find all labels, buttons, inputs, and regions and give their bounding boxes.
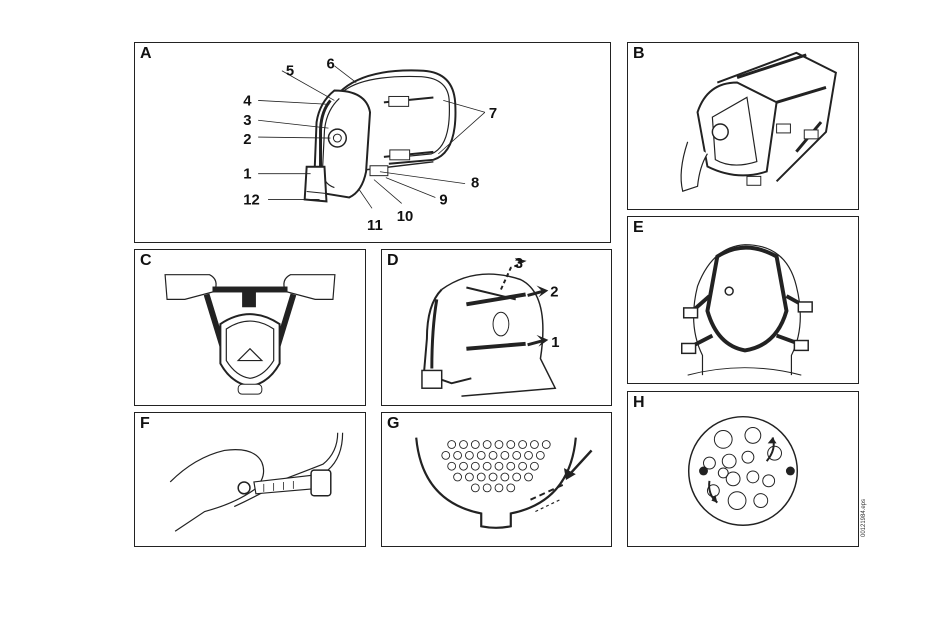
panel-g-valve-disc: G [381,412,612,547]
step-2: 2 [550,284,558,300]
callout-8: 8 [471,176,479,192]
callout-5: 5 [286,64,294,80]
document-reference-number: 00121984.eps [856,488,872,548]
panel-e-harness-rear: E [627,216,859,384]
callout-4: 4 [243,93,252,109]
mask-donning-illustration [628,43,858,209]
harness-rear-view-illustration [628,217,858,383]
panel-h-rotate-disc: H [627,391,859,547]
callout-7: 7 [489,106,497,122]
callout-2: 2 [243,132,251,148]
disc-rotation-illustration [628,392,858,546]
mask-side-view-illustration: 1 2 3 4 5 6 7 8 9 10 11 12 [135,43,610,242]
panel-f-buckle: F [134,412,366,547]
callout-9: 9 [439,192,447,208]
panel-b-donning-mask: B [627,42,859,210]
step-1: 1 [551,335,559,351]
harness-prepare-illustration [135,250,365,405]
doc-ref-text: 00121984.eps [861,499,867,537]
callout-10: 10 [397,209,414,225]
step-3: 3 [515,256,523,272]
callout-1: 1 [243,167,251,183]
panel-c-prepare-harness: C [134,249,366,406]
valve-disc-illustration [382,413,611,546]
callout-12: 12 [243,192,260,208]
buckle-release-illustration [135,413,365,546]
strap-tightening-illustration: 3 2 1 [382,250,611,405]
callout-11: 11 [367,218,383,234]
panel-a-mask-parts: A 1 2 [134,42,611,243]
callout-3: 3 [243,113,251,129]
panel-d-tighten-straps: D 3 2 1 [381,249,612,406]
callout-6: 6 [326,57,334,73]
